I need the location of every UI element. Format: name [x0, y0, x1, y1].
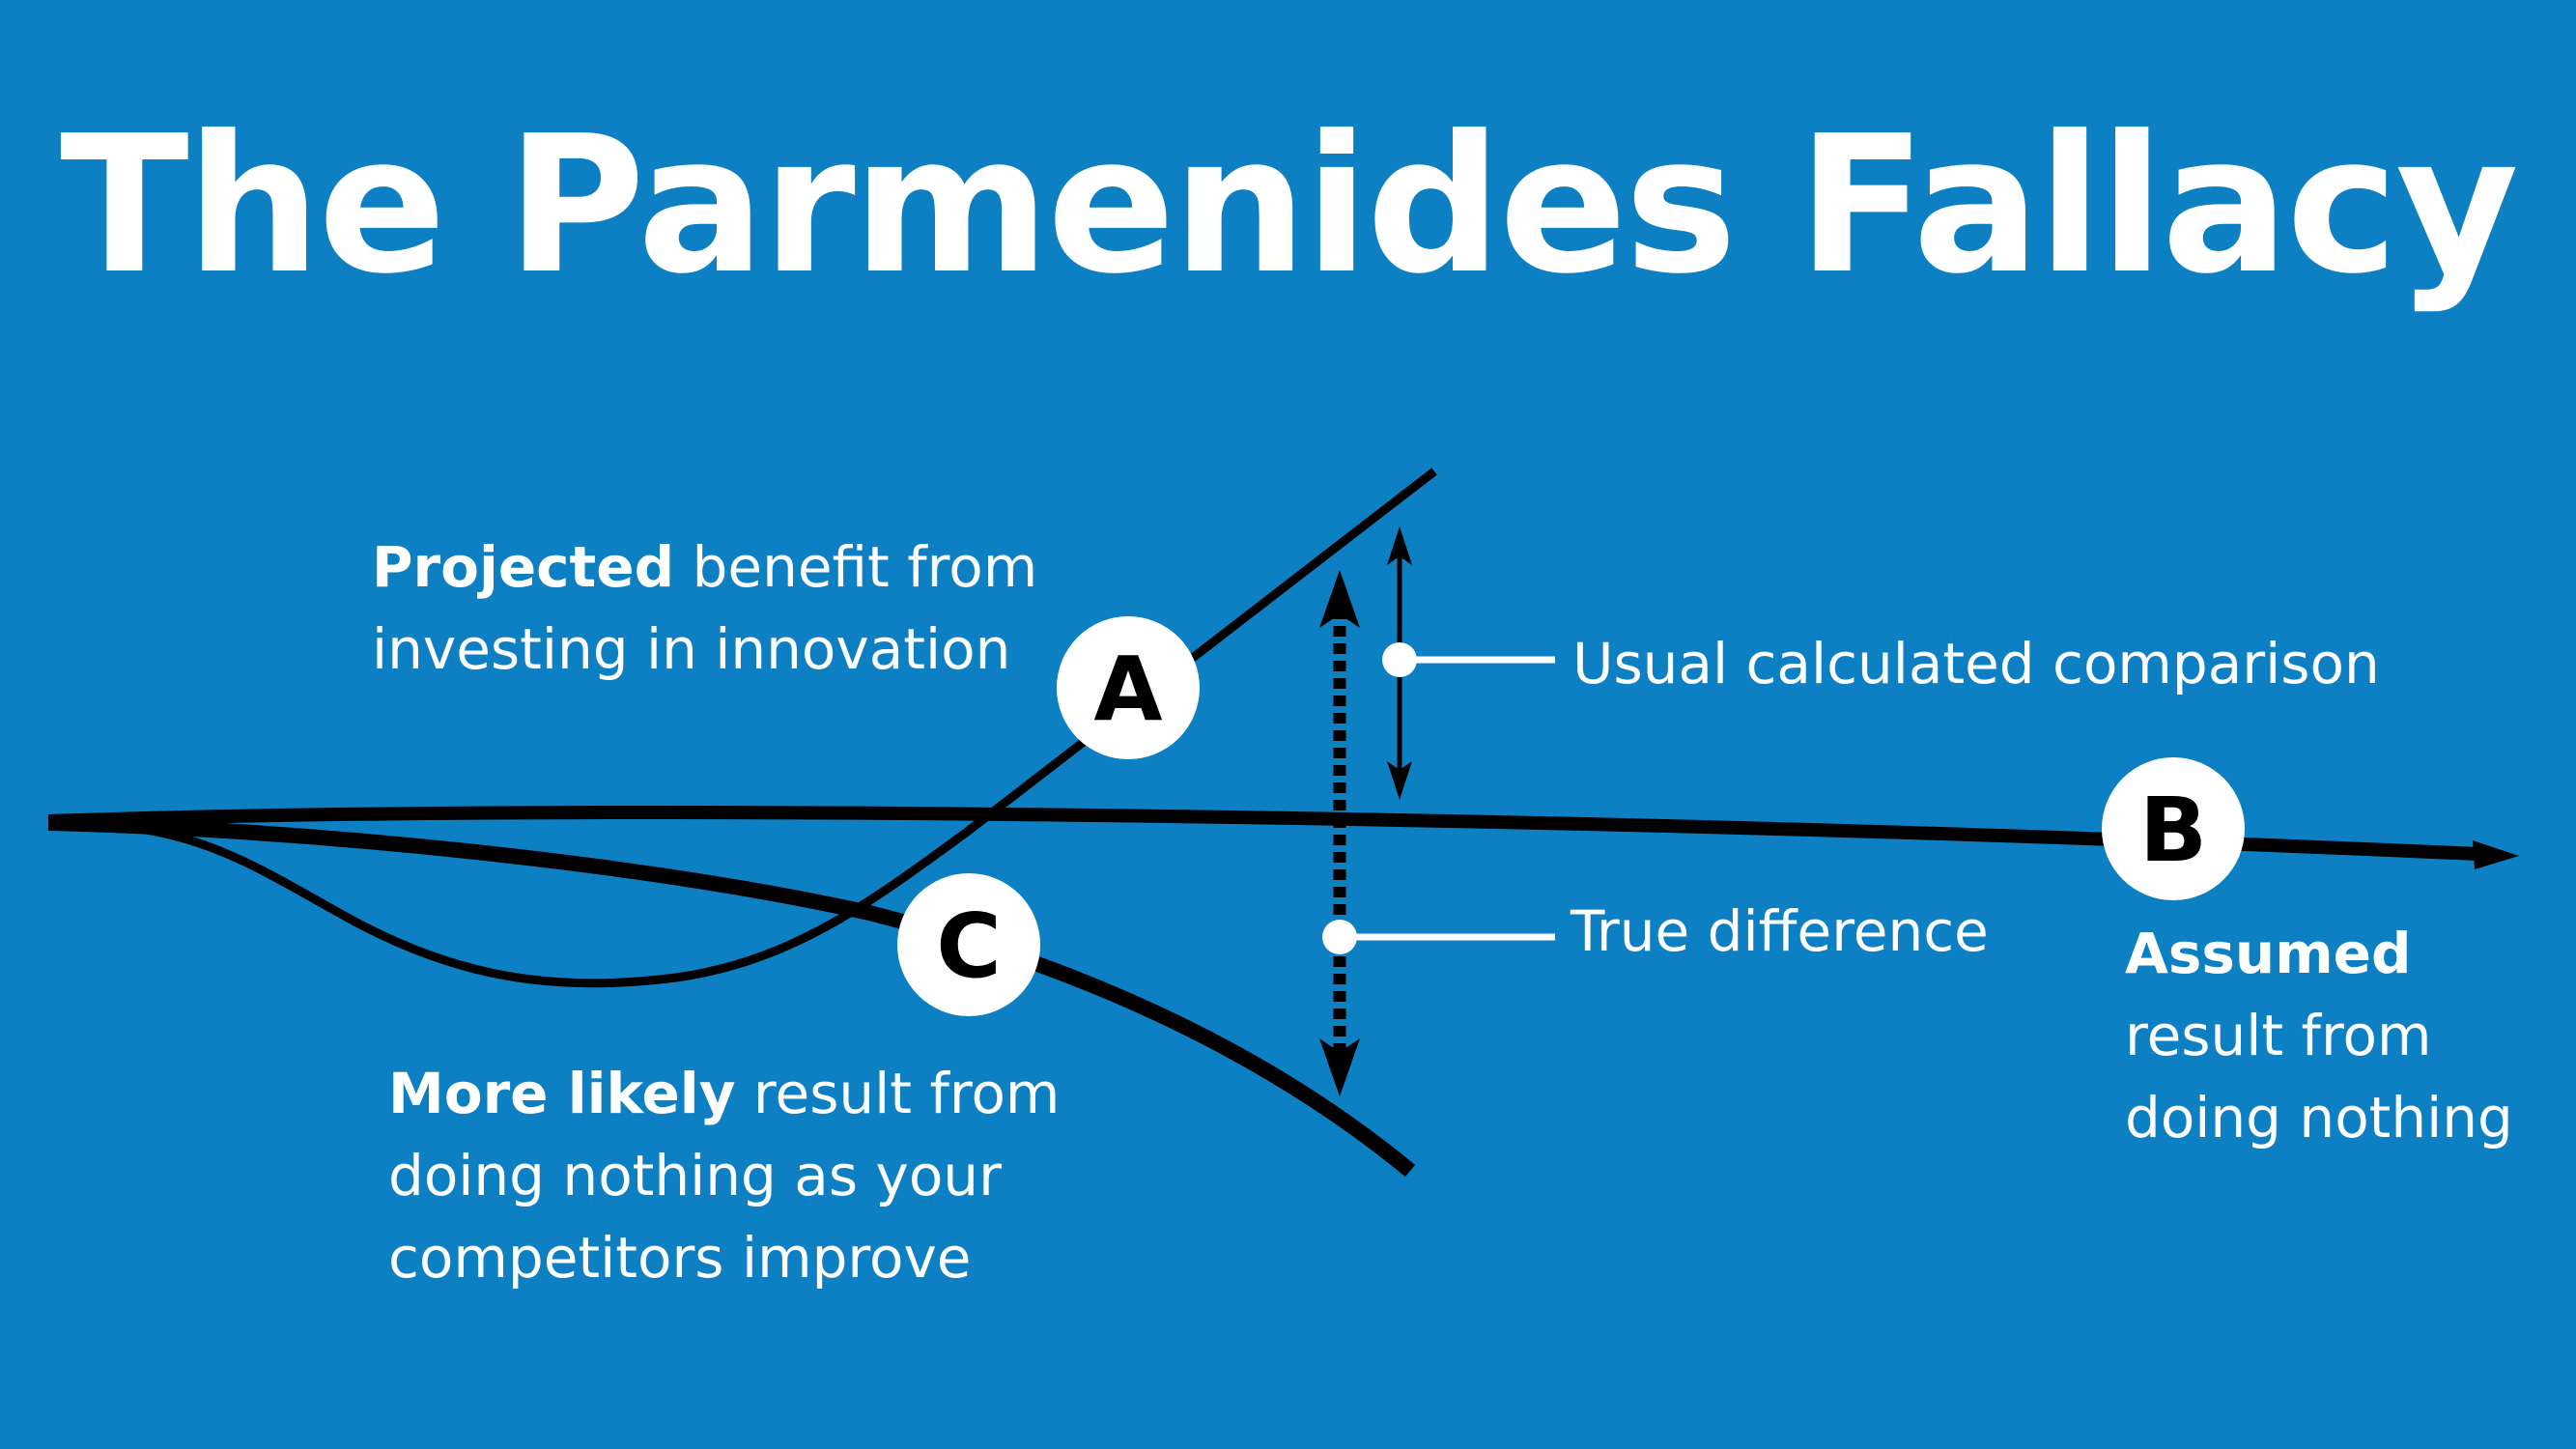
true-difference-arrowhead-bottom: [1319, 1038, 1360, 1096]
usual-comparison-arrowhead-bottom: [1387, 761, 1412, 800]
usual-connector-dot: [1382, 642, 1417, 677]
projected-line2: investing in innovation: [372, 616, 1011, 682]
assumed-line3: doing nothing: [2125, 1085, 2513, 1151]
more-likely-line1-rest: result from: [735, 1061, 1061, 1126]
projected-line1-rest: benefit from: [674, 534, 1038, 600]
usual-comparison-label: Usual calculated comparison: [1572, 631, 2380, 696]
projected-bold: Projected: [372, 534, 675, 600]
badge-a-label: A: [1093, 638, 1162, 741]
page-title: The Parmenides Fallacy: [60, 96, 2519, 316]
more-likely-line2: doing nothing as your: [388, 1143, 1002, 1208]
badge-b: B: [2102, 757, 2245, 900]
line-c-more-likely: [47, 815, 1416, 1178]
more-likely-label: More likely result from doing nothing as…: [388, 1053, 1060, 1299]
more-likely-bold: More likely: [388, 1061, 736, 1126]
more-likely-line3: competitors improve: [388, 1225, 972, 1291]
true-difference-label: True difference: [1571, 898, 1989, 964]
assumed-bold: Assumed: [2125, 921, 2412, 986]
arrowhead-b: [2473, 840, 2519, 869]
true-difference-arrowhead-top: [1319, 570, 1360, 628]
badge-b-label: B: [2139, 779, 2207, 882]
projected-benefit-label: Projected benefit from investing in inno…: [372, 526, 1037, 691]
badge-c-label: C: [936, 895, 1002, 998]
assumed-result-label: Assumed result from doing nothing: [2125, 913, 2513, 1159]
assumed-line2: result from: [2125, 1003, 2432, 1068]
usual-comparison-arrowhead-top: [1387, 526, 1412, 565]
line-a-projected: [57, 468, 1437, 988]
true-connector-dot: [1322, 920, 1357, 954]
badge-c: C: [897, 873, 1040, 1016]
badge-a: A: [1057, 616, 1200, 759]
